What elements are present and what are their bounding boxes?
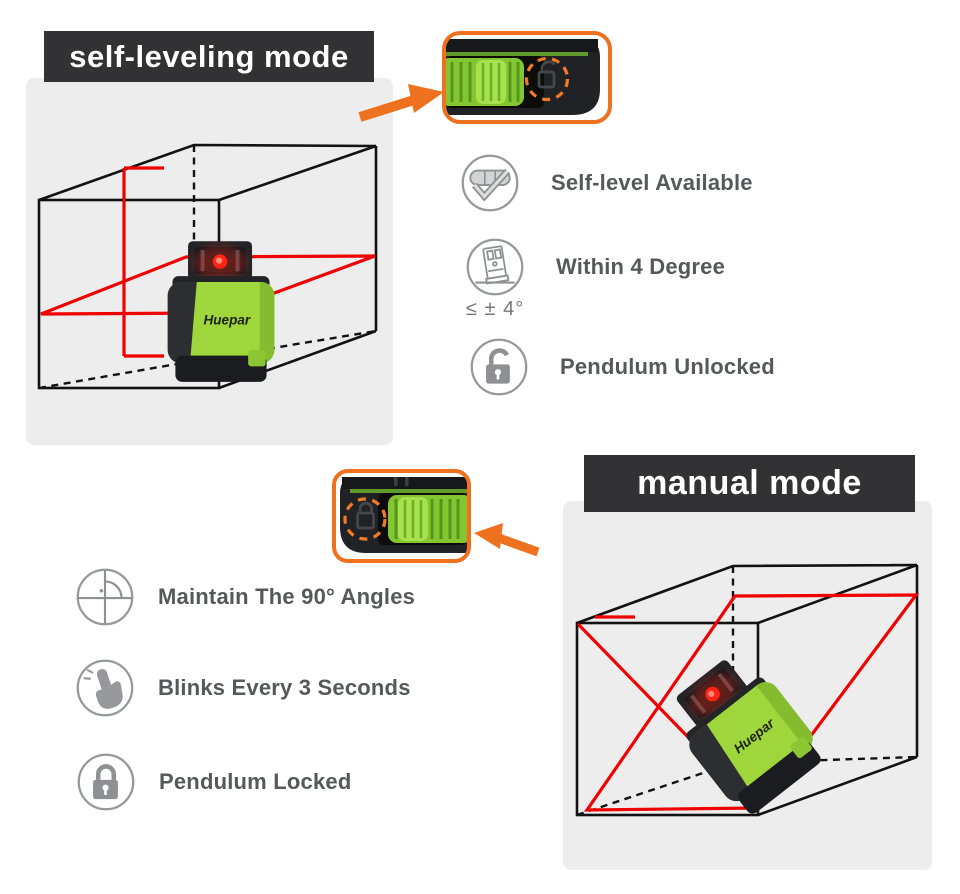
feature-self-level-available: Self-level Available: [461, 154, 753, 212]
unlocked-switch-photo: [446, 39, 600, 115]
feature-pendulum-unlocked: Pendulum Unlocked: [470, 338, 775, 396]
level-check-icon: [461, 154, 519, 212]
feature-label: Within 4 Degree: [556, 254, 726, 279]
locked-padlock-icon: [77, 753, 135, 811]
dashed-highlight-circle: [524, 56, 570, 102]
feature-blinks-every-3-seconds: Blinks Every 3 Seconds: [76, 659, 411, 717]
manual-mode-banner: manual mode: [584, 455, 915, 512]
unlocked-padlock-icon: [470, 338, 528, 396]
feature-label: Maintain The 90° Angles: [158, 584, 416, 609]
feature-label: Pendulum Locked: [159, 769, 352, 794]
pendulum-tilt-icon: [466, 238, 524, 296]
manual-room-diagram: Huepar: [575, 563, 920, 817]
four-degree-note: ≤ ± 4°: [466, 298, 525, 320]
laser-level-device-tilted: Huepar: [676, 660, 821, 814]
laser-lines-horizontal-plane: [40, 166, 376, 358]
self-leveling-mode-banner: self-leveling mode: [44, 31, 374, 82]
slider-switch: [446, 58, 524, 106]
laser-level-device: Huepar: [167, 241, 275, 382]
feature-within-4-degree: Within 4 Degree: [466, 238, 725, 296]
manual-scene-panel: Huepar: [563, 501, 932, 870]
locked-switch-photo: [340, 477, 467, 553]
feature-label: Self-level Available: [551, 170, 753, 195]
slider-switch: [388, 495, 467, 543]
arrow-to-unlocked-closeup: [358, 84, 444, 122]
unlock-glyph: [537, 60, 556, 89]
self-leveling-room-diagram: Huepar: [37, 143, 378, 390]
switch-closeup-unlocked: [442, 31, 612, 124]
hand-press-icon: [76, 659, 134, 717]
feature-label: Blinks Every 3 Seconds: [158, 675, 411, 700]
right-angle-icon: [76, 568, 134, 626]
feature-label: Pendulum Unlocked: [560, 354, 775, 379]
brand-logo: Huepar: [203, 313, 250, 328]
switch-closeup-locked: [332, 469, 471, 563]
dashed-highlight-circle: [343, 497, 387, 541]
lock-glyph: [356, 501, 375, 530]
feature-pendulum-locked: Pendulum Locked: [77, 753, 351, 811]
feature-maintain-angles: Maintain The 90° Angles: [76, 568, 415, 626]
arrow-to-locked-closeup: [474, 523, 540, 557]
self-leveling-scene-panel: Huepar: [26, 78, 393, 445]
